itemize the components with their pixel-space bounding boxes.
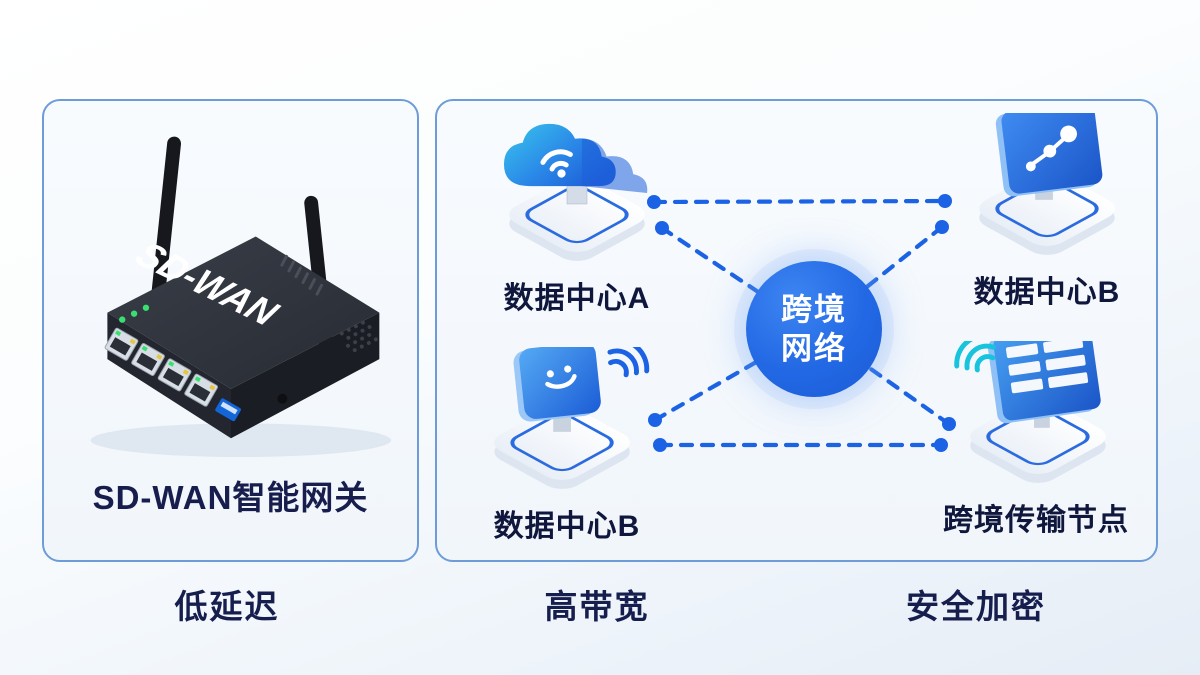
feature-secure-encryption: 安全加密 [906, 588, 1046, 625]
pedestal [509, 177, 645, 261]
device-shadow [90, 423, 391, 458]
pedestal [494, 405, 630, 489]
device-top-face [106, 236, 379, 389]
smiley-device-icon [513, 347, 650, 432]
link-top-horizontal [651, 198, 948, 205]
node-datacenter-b-bottom: 数据中心B [462, 347, 672, 545]
node-label: 数据中心B [493, 510, 641, 543]
feature-high-bandwidth: 高带宽 [544, 588, 650, 625]
node-datacenter-b-top: 数据中心B [942, 113, 1152, 311]
side-vent-holes [339, 320, 378, 353]
usb-port-icon [214, 398, 241, 422]
hub-text-line2: 网络 [781, 331, 847, 366]
node-datacenter-a: 数据中心A [472, 119, 682, 317]
node-label: 数据中心A [503, 282, 651, 315]
network-diagram-panel: 数据中心A [435, 99, 1158, 562]
gateway-panel: SD-WAN [42, 99, 419, 562]
feature-low-latency: 低延迟 [174, 588, 280, 625]
node-label: 数据中心B [973, 276, 1121, 309]
device-right-face [230, 312, 379, 439]
vent-slots [279, 254, 323, 296]
link-endpoint-dots [647, 194, 956, 452]
hub-text-line1: 跨境 [781, 292, 847, 327]
server-panel-wifi-icon [954, 341, 1101, 428]
node-label: 跨境传输节点 [943, 504, 1129, 537]
cloud-wifi-icon [503, 123, 648, 193]
wifi-waves-icon [606, 347, 650, 378]
node-transit: 跨境传输节点 [931, 341, 1141, 539]
status-led-icons [118, 304, 149, 323]
router-device-image: SD-WAN [90, 136, 391, 458]
gateway-caption: SD-WAN智能网关 [92, 479, 369, 516]
network-hub-circle: 跨境 网络 [746, 261, 882, 397]
ethernet-ports [104, 327, 241, 422]
chart-monitor-icon [995, 113, 1103, 200]
wifi-waves-icon [954, 341, 997, 373]
power-jack-icon [276, 393, 287, 404]
